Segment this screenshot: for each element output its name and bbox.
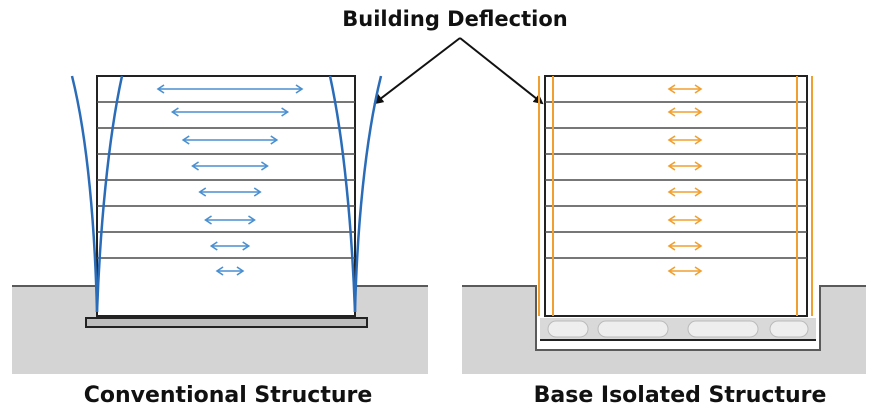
conventional-drift-arrow-4-head-right	[260, 161, 269, 171]
isolated-structure	[462, 75, 866, 374]
isolated-drift-arrow-1-head-right	[694, 84, 703, 94]
conventional-drift-arrow-6-head-left	[204, 215, 212, 225]
conventional-drift-arrow-5-head-left	[198, 187, 207, 197]
isolation-bearing-2	[597, 320, 669, 338]
conventional-drift-arrow-5	[198, 187, 262, 197]
conventional-drift-arrow-8	[215, 266, 245, 276]
conventional-drift-arrow-7-head-right	[242, 241, 251, 251]
isolated-drift-arrow-6-head-left	[667, 215, 676, 225]
conventional-foundation	[85, 317, 368, 328]
conventional-drift-arrow-3-head-right	[270, 135, 279, 145]
conventional-drift-arrow-1-head-right	[295, 84, 304, 94]
isolated-drift-arrow-8	[667, 266, 703, 276]
callout-line-conventional	[373, 37, 461, 105]
diagram-title: Building Deflection	[342, 7, 567, 31]
isolation-bearings	[547, 320, 809, 338]
conventional-drift-arrow-7	[209, 241, 251, 251]
conventional-drift-arrow-2	[170, 107, 290, 117]
isolated-drift-arrow-5-head-right	[694, 187, 703, 197]
isolated-drift-arrow-7-head-left	[667, 241, 676, 251]
caption-conventional: Conventional Structure	[84, 383, 373, 408]
isolated-drift-arrow-7-head-right	[694, 241, 703, 251]
conventional-drift-arrow-2-head-left	[170, 107, 179, 117]
conventional-floor-lines	[97, 101, 355, 259]
conventional-drift-arrow-4-head-left	[191, 161, 200, 171]
conventional-drift-arrow-1	[156, 84, 304, 94]
isolated-drift-arrow-3-head-right	[694, 135, 703, 145]
isolated-drift-arrow-3	[667, 135, 703, 145]
isolated-drift-arrow-2-head-left	[667, 107, 676, 117]
isolated-drift-arrow-3-head-left	[667, 135, 676, 145]
isolated-drift-arrow-5	[667, 187, 703, 197]
conventional-drift-arrow-6	[204, 215, 256, 225]
isolated-drift-arrow-1	[667, 84, 703, 94]
conventional-drift-arrow-6-head-right	[248, 215, 256, 225]
conventional-drift-arrow-7-head-left	[209, 241, 218, 251]
conventional-drift-arrow-1-head-left	[156, 84, 165, 94]
isolated-floor-lines	[545, 101, 807, 259]
conventional-deflection-left-inner	[95, 75, 124, 313]
conventional-deflection-left-outer	[70, 75, 99, 313]
isolated-drift-arrow-7	[667, 241, 703, 251]
isolated-ground	[462, 286, 866, 374]
conventional-drift-arrow-2-head-right	[281, 107, 290, 117]
isolated-drift-arrow-8-head-left	[667, 266, 676, 276]
isolated-drift-arrow-1-head-left	[667, 84, 676, 94]
isolation-bearing-1	[547, 320, 589, 338]
isolation-bearing-3	[687, 320, 759, 338]
isolated-drift-arrow-2-head-right	[694, 107, 703, 117]
isolated-building	[544, 75, 808, 317]
isolated-drift-arrow-5-head-left	[667, 187, 676, 197]
isolated-drift-arrow-4-head-right	[694, 161, 703, 171]
conventional-drift-arrow-8-head-right	[236, 266, 245, 276]
conventional-drift-arrow-8-head-left	[215, 266, 224, 276]
isolated-drift-arrow-4	[667, 161, 703, 171]
isolated-drift-arrows	[667, 84, 703, 276]
isolation-bearing-4	[769, 320, 809, 338]
callout-lines	[373, 37, 544, 105]
conventional-building	[96, 75, 356, 317]
isolated-drift-arrow-6	[667, 215, 703, 225]
isolated-drift-arrow-2	[667, 107, 703, 117]
isolated-drift-arrow-8-head-right	[694, 266, 703, 276]
isolated-ground-surface	[462, 285, 866, 351]
isolated-drift-arrow-6-head-right	[694, 215, 703, 225]
conventional-drift-arrow-4	[191, 161, 269, 171]
conventional-drift-arrow-3-head-left	[181, 135, 190, 145]
conventional-structure	[12, 75, 428, 374]
conventional-drift-arrow-5-head-right	[253, 187, 262, 197]
callout-line-isolated	[459, 37, 544, 105]
conventional-drift-arrows	[156, 84, 304, 276]
conventional-drift-arrow-3	[181, 135, 279, 145]
conventional-deflection-right-inner	[328, 75, 357, 313]
isolated-drift-arrow-4-head-left	[667, 161, 676, 171]
caption-isolated: Base Isolated Structure	[534, 383, 827, 408]
conventional-deflection-right-outer	[353, 75, 383, 313]
